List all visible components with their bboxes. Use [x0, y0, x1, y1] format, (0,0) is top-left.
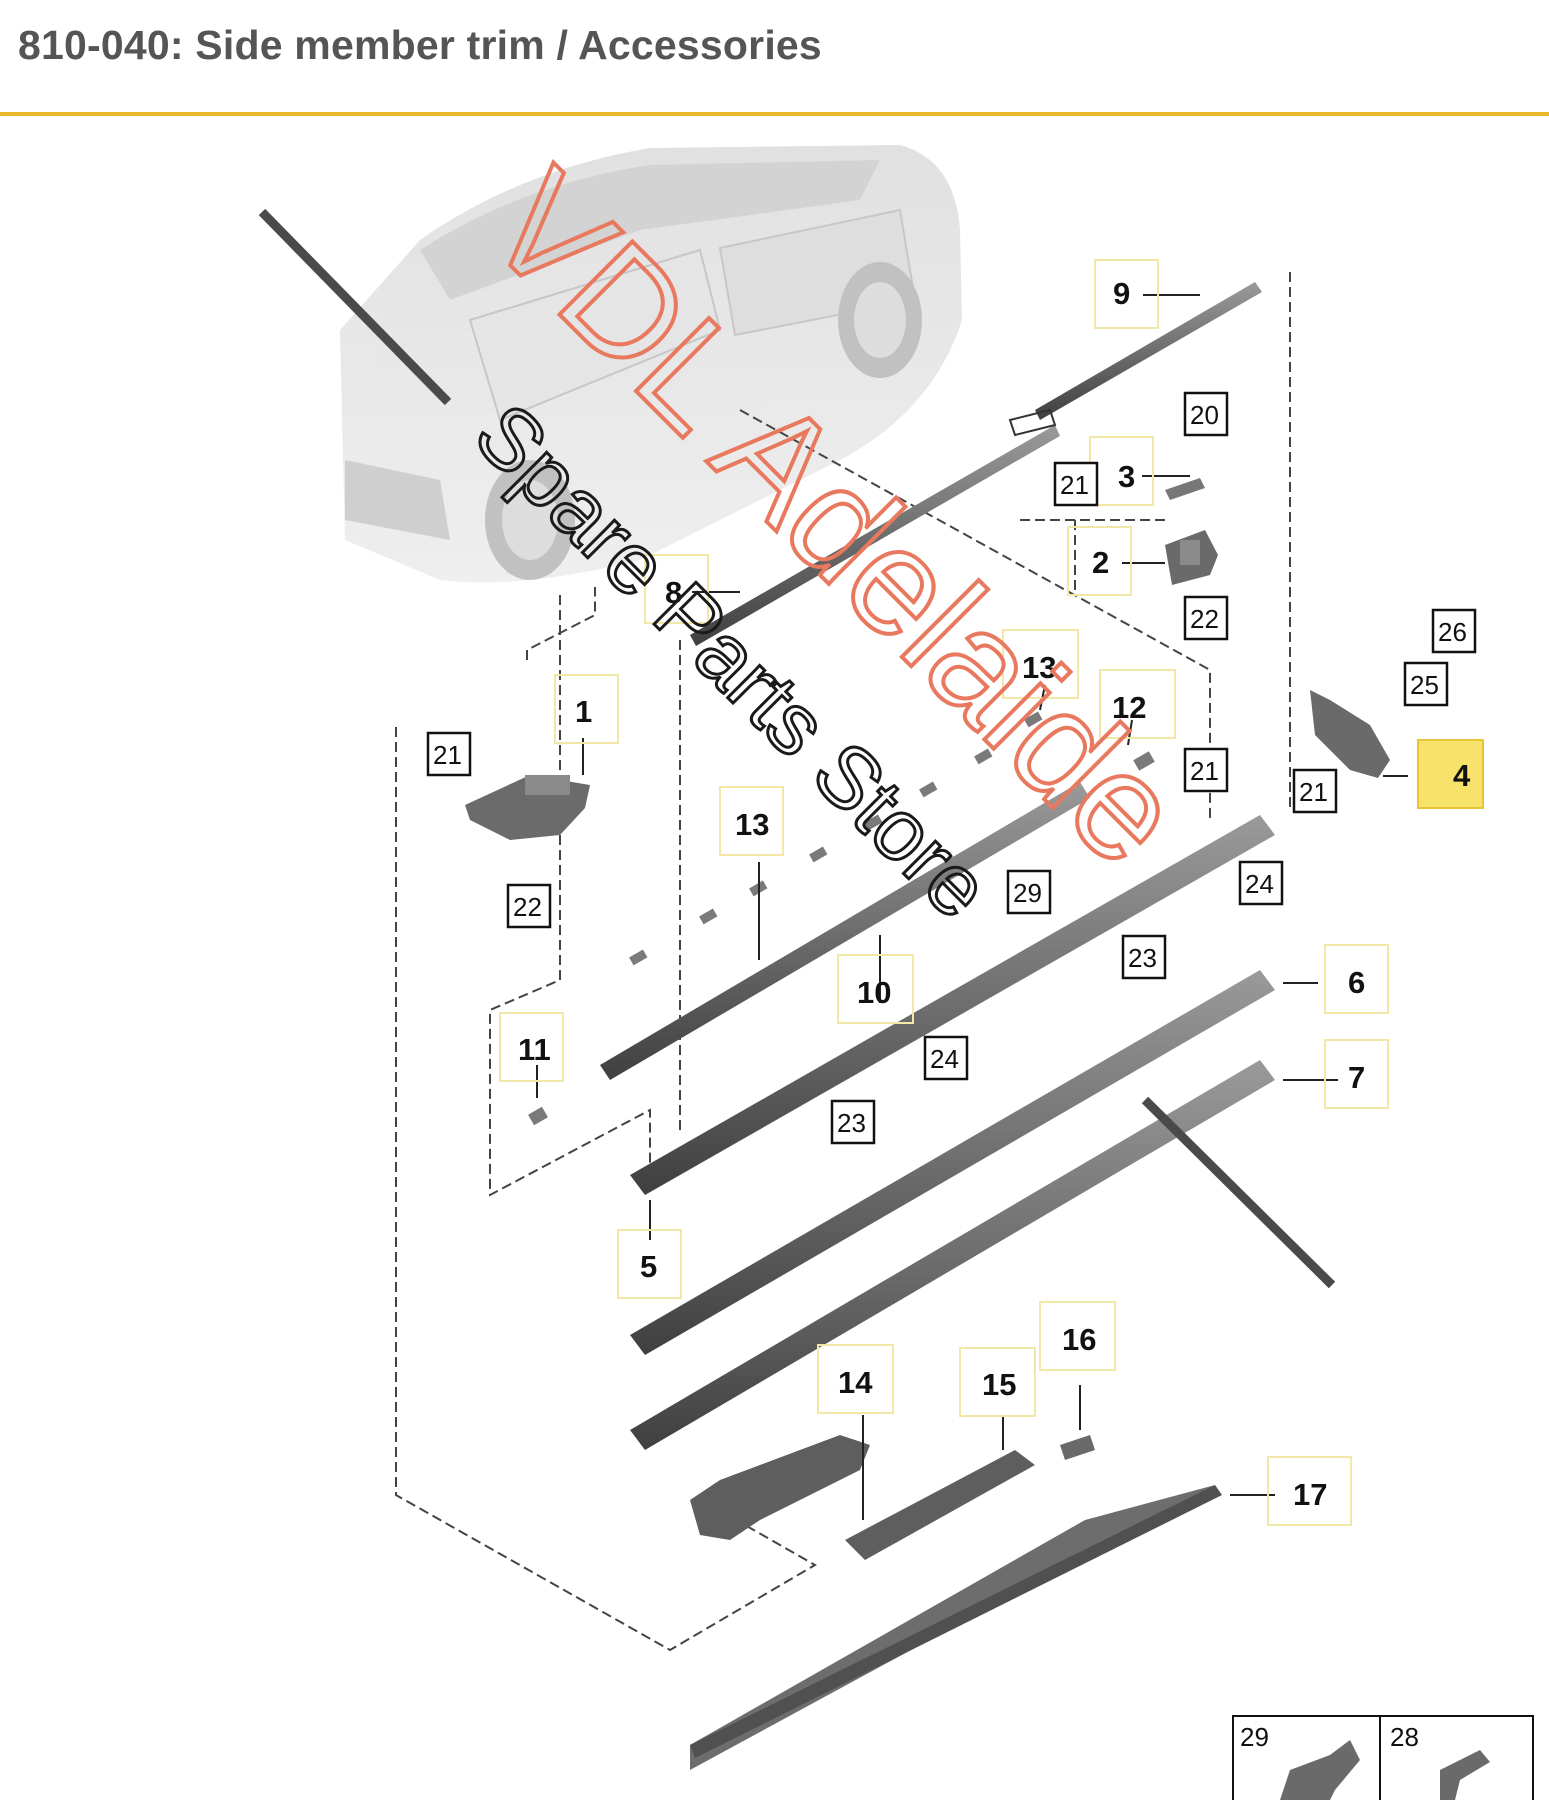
vehicle-overview-illustration — [340, 145, 962, 583]
watermark-dash-upper — [258, 208, 452, 406]
leader-lines — [536, 294, 1408, 1520]
callout-21-mid: 21 — [1190, 756, 1219, 786]
watermark-dash-lower — [1141, 1096, 1336, 1289]
callout-13-upper: 13 — [1022, 650, 1056, 685]
callout-22-left: 22 — [513, 892, 542, 922]
callout-26: 26 — [1438, 617, 1467, 647]
callout-11: 11 — [518, 1032, 551, 1067]
part-2-bracket — [1165, 530, 1218, 585]
callout-24-right: 24 — [1245, 869, 1274, 899]
part-7-sill-panel — [630, 1060, 1275, 1450]
part-15-cover — [845, 1450, 1035, 1560]
part-3-clip — [1165, 478, 1205, 500]
callout-29-diagram: 29 — [1013, 878, 1042, 908]
callout-13-lower: 13 — [735, 807, 769, 842]
part-9-roof-trim — [1035, 282, 1262, 420]
part-4-bracket — [1310, 690, 1390, 778]
callout-21-left: 21 — [433, 740, 462, 770]
page-title: 810-040: Side member trim / Accessories — [18, 22, 822, 68]
callout-6: 6 — [1348, 965, 1365, 1000]
part-5-sill-panel — [630, 815, 1275, 1195]
callout-5: 5 — [640, 1249, 657, 1284]
callout-frames — [499, 259, 1389, 1526]
callout-25: 25 — [1410, 670, 1439, 700]
boxed-callout-squares — [426, 391, 1477, 1145]
part-1-bracket — [465, 775, 590, 840]
part-8-door-trim — [690, 408, 1060, 646]
callout-20: 20 — [1190, 400, 1219, 430]
highlight-part-4 — [1417, 739, 1484, 809]
part-6-sill-panel — [630, 970, 1275, 1355]
inset-detail-panels: 29 28 — [1232, 1715, 1534, 1800]
part-16-clip — [1060, 1435, 1095, 1460]
callout-21-top: 21 — [1060, 470, 1089, 500]
callout-24-left: 24 — [930, 1044, 959, 1074]
part-10-sill-trim — [600, 782, 1090, 1080]
callout-1: 1 — [575, 694, 592, 729]
part-17-underbody-panel — [690, 1485, 1222, 1770]
callout-labels: 9 3 2 8 1 4 13 13 12 10 11 5 6 7 14 15 1… — [433, 276, 1471, 1512]
title-divider — [0, 112, 1549, 116]
callout-21-right: 21 — [1299, 777, 1328, 807]
callout-14: 14 — [838, 1365, 873, 1400]
page-header: 810-040: Side member trim / Accessories — [0, 0, 1549, 116]
callout-23-left: 23 — [837, 1108, 866, 1138]
callout-12: 12 — [1112, 690, 1146, 725]
callout-2: 2 — [1092, 545, 1109, 580]
callout-15: 15 — [982, 1367, 1016, 1402]
callout-28: 28 — [1390, 1722, 1419, 1752]
callout-17: 17 — [1293, 1477, 1327, 1512]
callout-3: 3 — [1118, 459, 1135, 494]
callout-8: 8 — [665, 575, 682, 610]
callout-7: 7 — [1348, 1060, 1365, 1095]
callout-16: 16 — [1062, 1322, 1096, 1357]
callout-29-inset: 29 — [1240, 1722, 1269, 1752]
callout-10: 10 — [857, 975, 891, 1010]
callout-23-right: 23 — [1128, 943, 1157, 973]
callout-22-right: 22 — [1190, 604, 1219, 634]
callout-9: 9 — [1113, 276, 1130, 311]
part-14-end-cap — [690, 1435, 870, 1540]
callout-4: 4 — [1453, 758, 1471, 793]
